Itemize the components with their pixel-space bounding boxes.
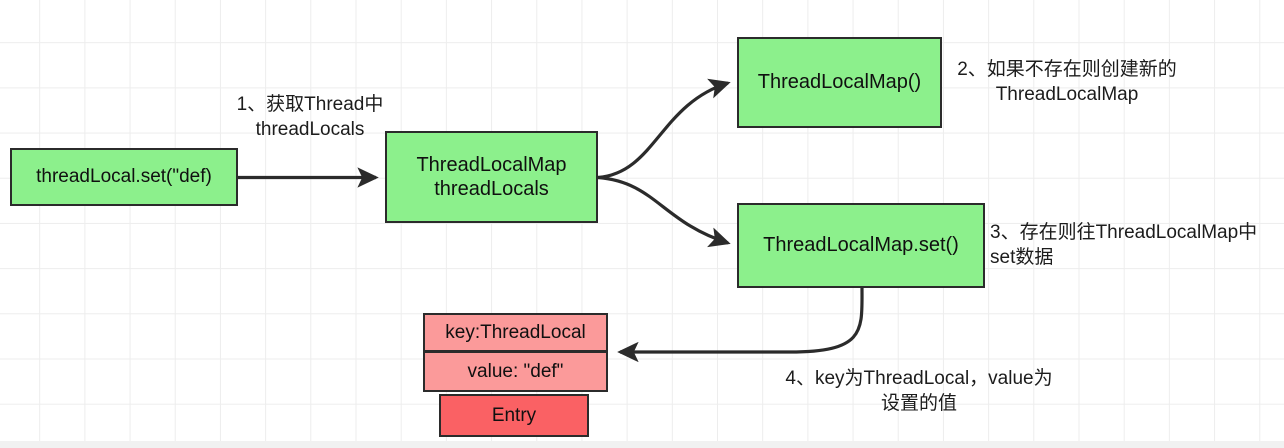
entry-key-row: key:ThreadLocal: [423, 313, 608, 352]
annotation-step-4: 4、key为ThreadLocal，value为 设置的值: [785, 368, 1053, 414]
annotation-step-2: 2、如果不存在则创建新的 ThreadLocalMap: [957, 59, 1177, 105]
node-threadlocal-set-call[interactable]: threadLocal.set("def): [10, 148, 238, 206]
node-threadlocalmap-threadlocals[interactable]: ThreadLocalMap threadLocals: [385, 131, 598, 223]
annotation-step-1: 1、获取Thread中 threadLocals: [236, 94, 384, 140]
node-label: ThreadLocalMap.set(): [763, 234, 959, 257]
annotation-step-3: 3、存在则往ThreadLocalMap中 set数据: [990, 222, 1258, 268]
node-label: ThreadLocalMap threadLocals: [416, 153, 567, 200]
entry-value-row: value: "def": [423, 351, 608, 392]
node-threadlocalmap-set[interactable]: ThreadLocalMap.set(): [737, 203, 985, 288]
node-label: threadLocal.set("def): [36, 166, 212, 188]
entry-type-label: Entry: [439, 394, 589, 437]
bottom-strip: [0, 441, 1284, 448]
node-label: ThreadLocalMap(): [757, 71, 922, 94]
node-threadlocalmap-constructor[interactable]: ThreadLocalMap(): [737, 37, 942, 128]
